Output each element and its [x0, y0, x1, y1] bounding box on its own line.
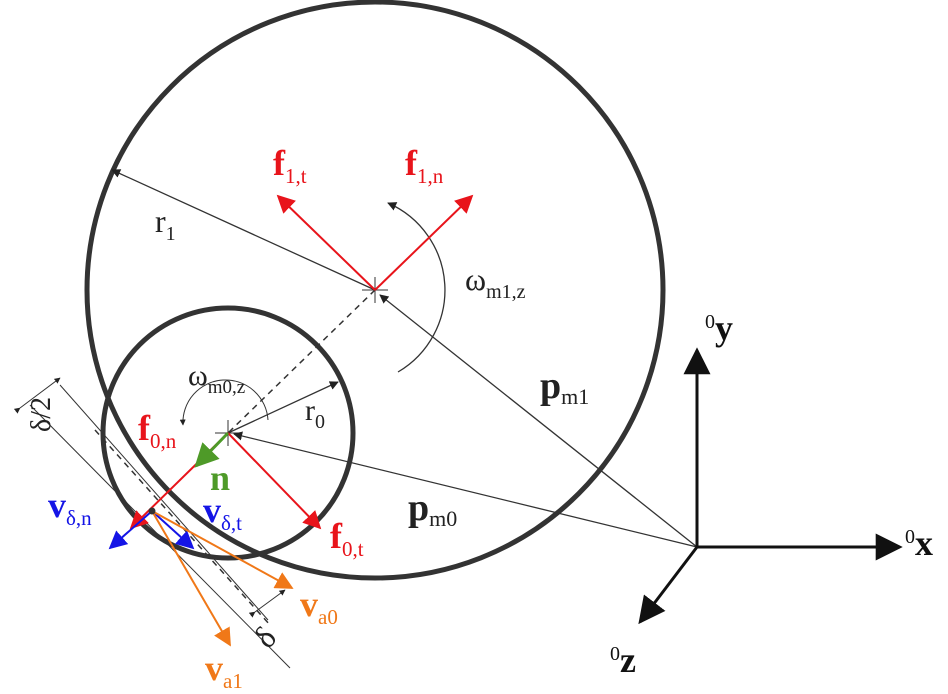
delta-dim — [248, 589, 286, 618]
label-n: n — [210, 458, 230, 498]
label-delta-half: δ/2 — [26, 397, 57, 432]
label-vdt: vδ,t — [203, 490, 242, 535]
label-vdn: vδ,n — [48, 485, 92, 530]
label-f0n: f0,n — [138, 408, 177, 453]
delta-half-dim — [13, 377, 61, 414]
tangent-line-2 — [59, 384, 269, 621]
label-f1t: f1,t — [273, 143, 307, 188]
axis-z-arrow — [638, 546, 699, 625]
vdt-arrow — [151, 510, 195, 550]
vdn-arrow — [108, 510, 153, 550]
label-va1: va1 — [205, 648, 243, 693]
radius-r0-arrow — [227, 381, 339, 434]
label-axis-z: 0z — [610, 640, 636, 680]
label-axis-y: 0y — [705, 308, 733, 348]
label-f1n: f1,n — [405, 143, 444, 188]
label-va0: va0 — [300, 584, 338, 629]
pm0-arrow — [233, 431, 698, 548]
label-delta: δ — [246, 619, 283, 654]
contact-point — [148, 507, 156, 515]
f0t-arrow — [227, 432, 322, 530]
tangent-line-1 — [29, 404, 291, 669]
label-r1: r1 — [155, 203, 176, 245]
label-axis-x: 0x — [905, 523, 933, 563]
va1-arrow — [151, 510, 231, 647]
radius-r1-arrow — [111, 169, 376, 291]
omega-m1-arc — [387, 202, 446, 373]
omega-m0-arc — [179, 379, 269, 426]
label-pm0: pm0 — [408, 487, 457, 531]
label-omega-m1: ωm1,z — [465, 261, 526, 303]
label-omega-m0: ωm0,z — [188, 359, 245, 398]
normal-n-arrow — [194, 431, 230, 468]
f1n-arrow — [374, 194, 474, 291]
va0-arrow — [151, 510, 294, 589]
label-f0t: f0,t — [330, 516, 364, 561]
label-r0: r0 — [305, 394, 325, 433]
f1t-arrow — [276, 194, 376, 291]
label-pm1: pm1 — [540, 365, 589, 409]
center-dashed-line — [227, 289, 376, 434]
body-1-circle — [84, 0, 666, 581]
